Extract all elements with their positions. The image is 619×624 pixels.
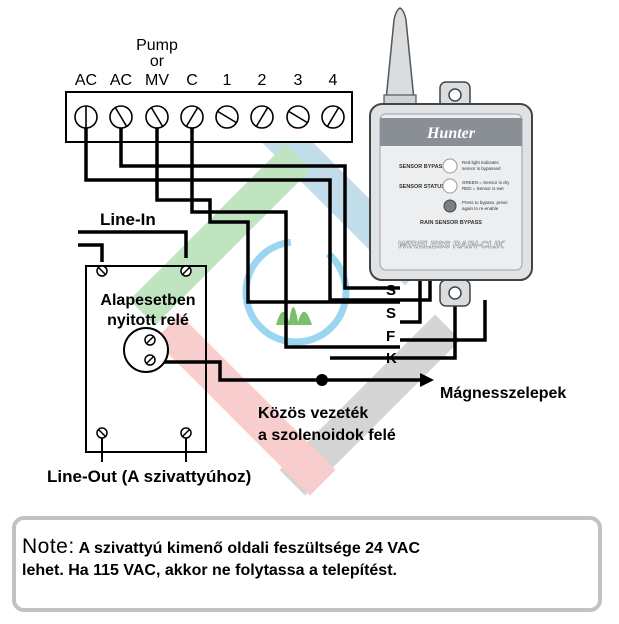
relay-terminal-icon: [96, 265, 192, 439]
terminal-label-8: 4: [329, 72, 338, 89]
relay-label-line2: nyitott relé: [107, 312, 189, 329]
bypass-desc-1: Red light indicates: [462, 160, 500, 165]
bypass-button[interactable]: [443, 199, 457, 213]
wires: [78, 128, 487, 382]
wire-letter-s2: S: [386, 305, 396, 322]
terminal-label-3: MV: [145, 72, 169, 89]
wire-letter-s1: S: [386, 282, 396, 299]
terminal-screw-icon: [215, 105, 239, 129]
wire-letters: S S F K: [386, 282, 397, 367]
wire-letter-k: K: [386, 350, 397, 367]
note-line2: lehet. Ha 115 VAC, akkor ne folytassa a …: [22, 562, 397, 579]
status-led: [442, 178, 458, 194]
bypass-led: [442, 158, 458, 174]
model-label: WIRELESS RAIN-CLIK: [398, 240, 505, 251]
common-label-line2: a szolenoidok felé: [258, 427, 396, 444]
terminal-screw-icon: [180, 105, 204, 129]
relay-box: [85, 265, 207, 462]
common-junction-dot: [316, 374, 328, 386]
terminal-label-5: 1: [223, 72, 232, 89]
terminal-labels: Pump or AC AC MV C 1 2 3 4: [75, 37, 338, 89]
rain-sensor-bypass-label: RAIN SENSOR BYPASS: [420, 220, 482, 226]
relay-coil-icon: [123, 327, 169, 373]
note-line1: A szivattyú kimenő oldali feszültsége 24…: [78, 540, 420, 557]
terminal-screw-icon: [286, 105, 310, 129]
wire-letter-f: F: [386, 328, 395, 345]
red-band: [154, 314, 336, 496]
terminal-screw-icon: [321, 105, 345, 129]
press-desc-2: again to re-enable: [462, 206, 499, 211]
note-box: [12, 516, 602, 612]
terminal-label-1: AC: [75, 72, 97, 89]
antenna: [385, 7, 415, 101]
valves-label: Mágnesszelepek: [440, 385, 566, 402]
status-desc-1: GREEN = Sensor is dry: [462, 180, 510, 185]
line-in-label: Line-In: [100, 210, 156, 229]
press-desc-1: Press to bypass, press: [462, 200, 508, 205]
note-label: Note:: [22, 535, 75, 558]
sensor-status-label: SENSOR STATUS: [399, 184, 445, 190]
terminal-label-6: 2: [258, 72, 267, 89]
status-desc-2: RED = Sensor is wet: [462, 186, 504, 191]
terminal-label-2: AC: [110, 72, 132, 89]
terminal-screw-icon: [145, 105, 169, 129]
relay-label-line1: Alapesetben: [100, 292, 195, 309]
rain-clik-device: Hunter SENSOR BYPASS Red light indicates…: [369, 7, 533, 307]
or-label: or: [150, 53, 165, 70]
terminal-screw-icon: [109, 105, 133, 129]
bypass-desc-2: sensor is bypassed: [462, 166, 501, 171]
brand-logo: Hunter: [426, 125, 476, 142]
terminal-screw-icon: [250, 105, 274, 129]
line-out-label: Line-Out (A szivattyúhoz): [47, 467, 251, 486]
terminal-strip: [65, 91, 353, 143]
pump-label: Pump: [136, 37, 178, 54]
brand-badge: [380, 118, 522, 146]
note-text: Note: A szivattyú kimenő oldali feszülts…: [22, 536, 592, 582]
sensor-bypass-label: SENSOR BYPASS: [399, 164, 446, 170]
terminal-label-7: 3: [294, 72, 303, 89]
green-band: [129, 144, 311, 326]
common-label-line1: Közös vezeték: [258, 405, 368, 422]
terminal-label-4: C: [186, 72, 198, 89]
arrow-right-icon: [420, 373, 434, 387]
terminal-screw-icon: [74, 105, 98, 129]
